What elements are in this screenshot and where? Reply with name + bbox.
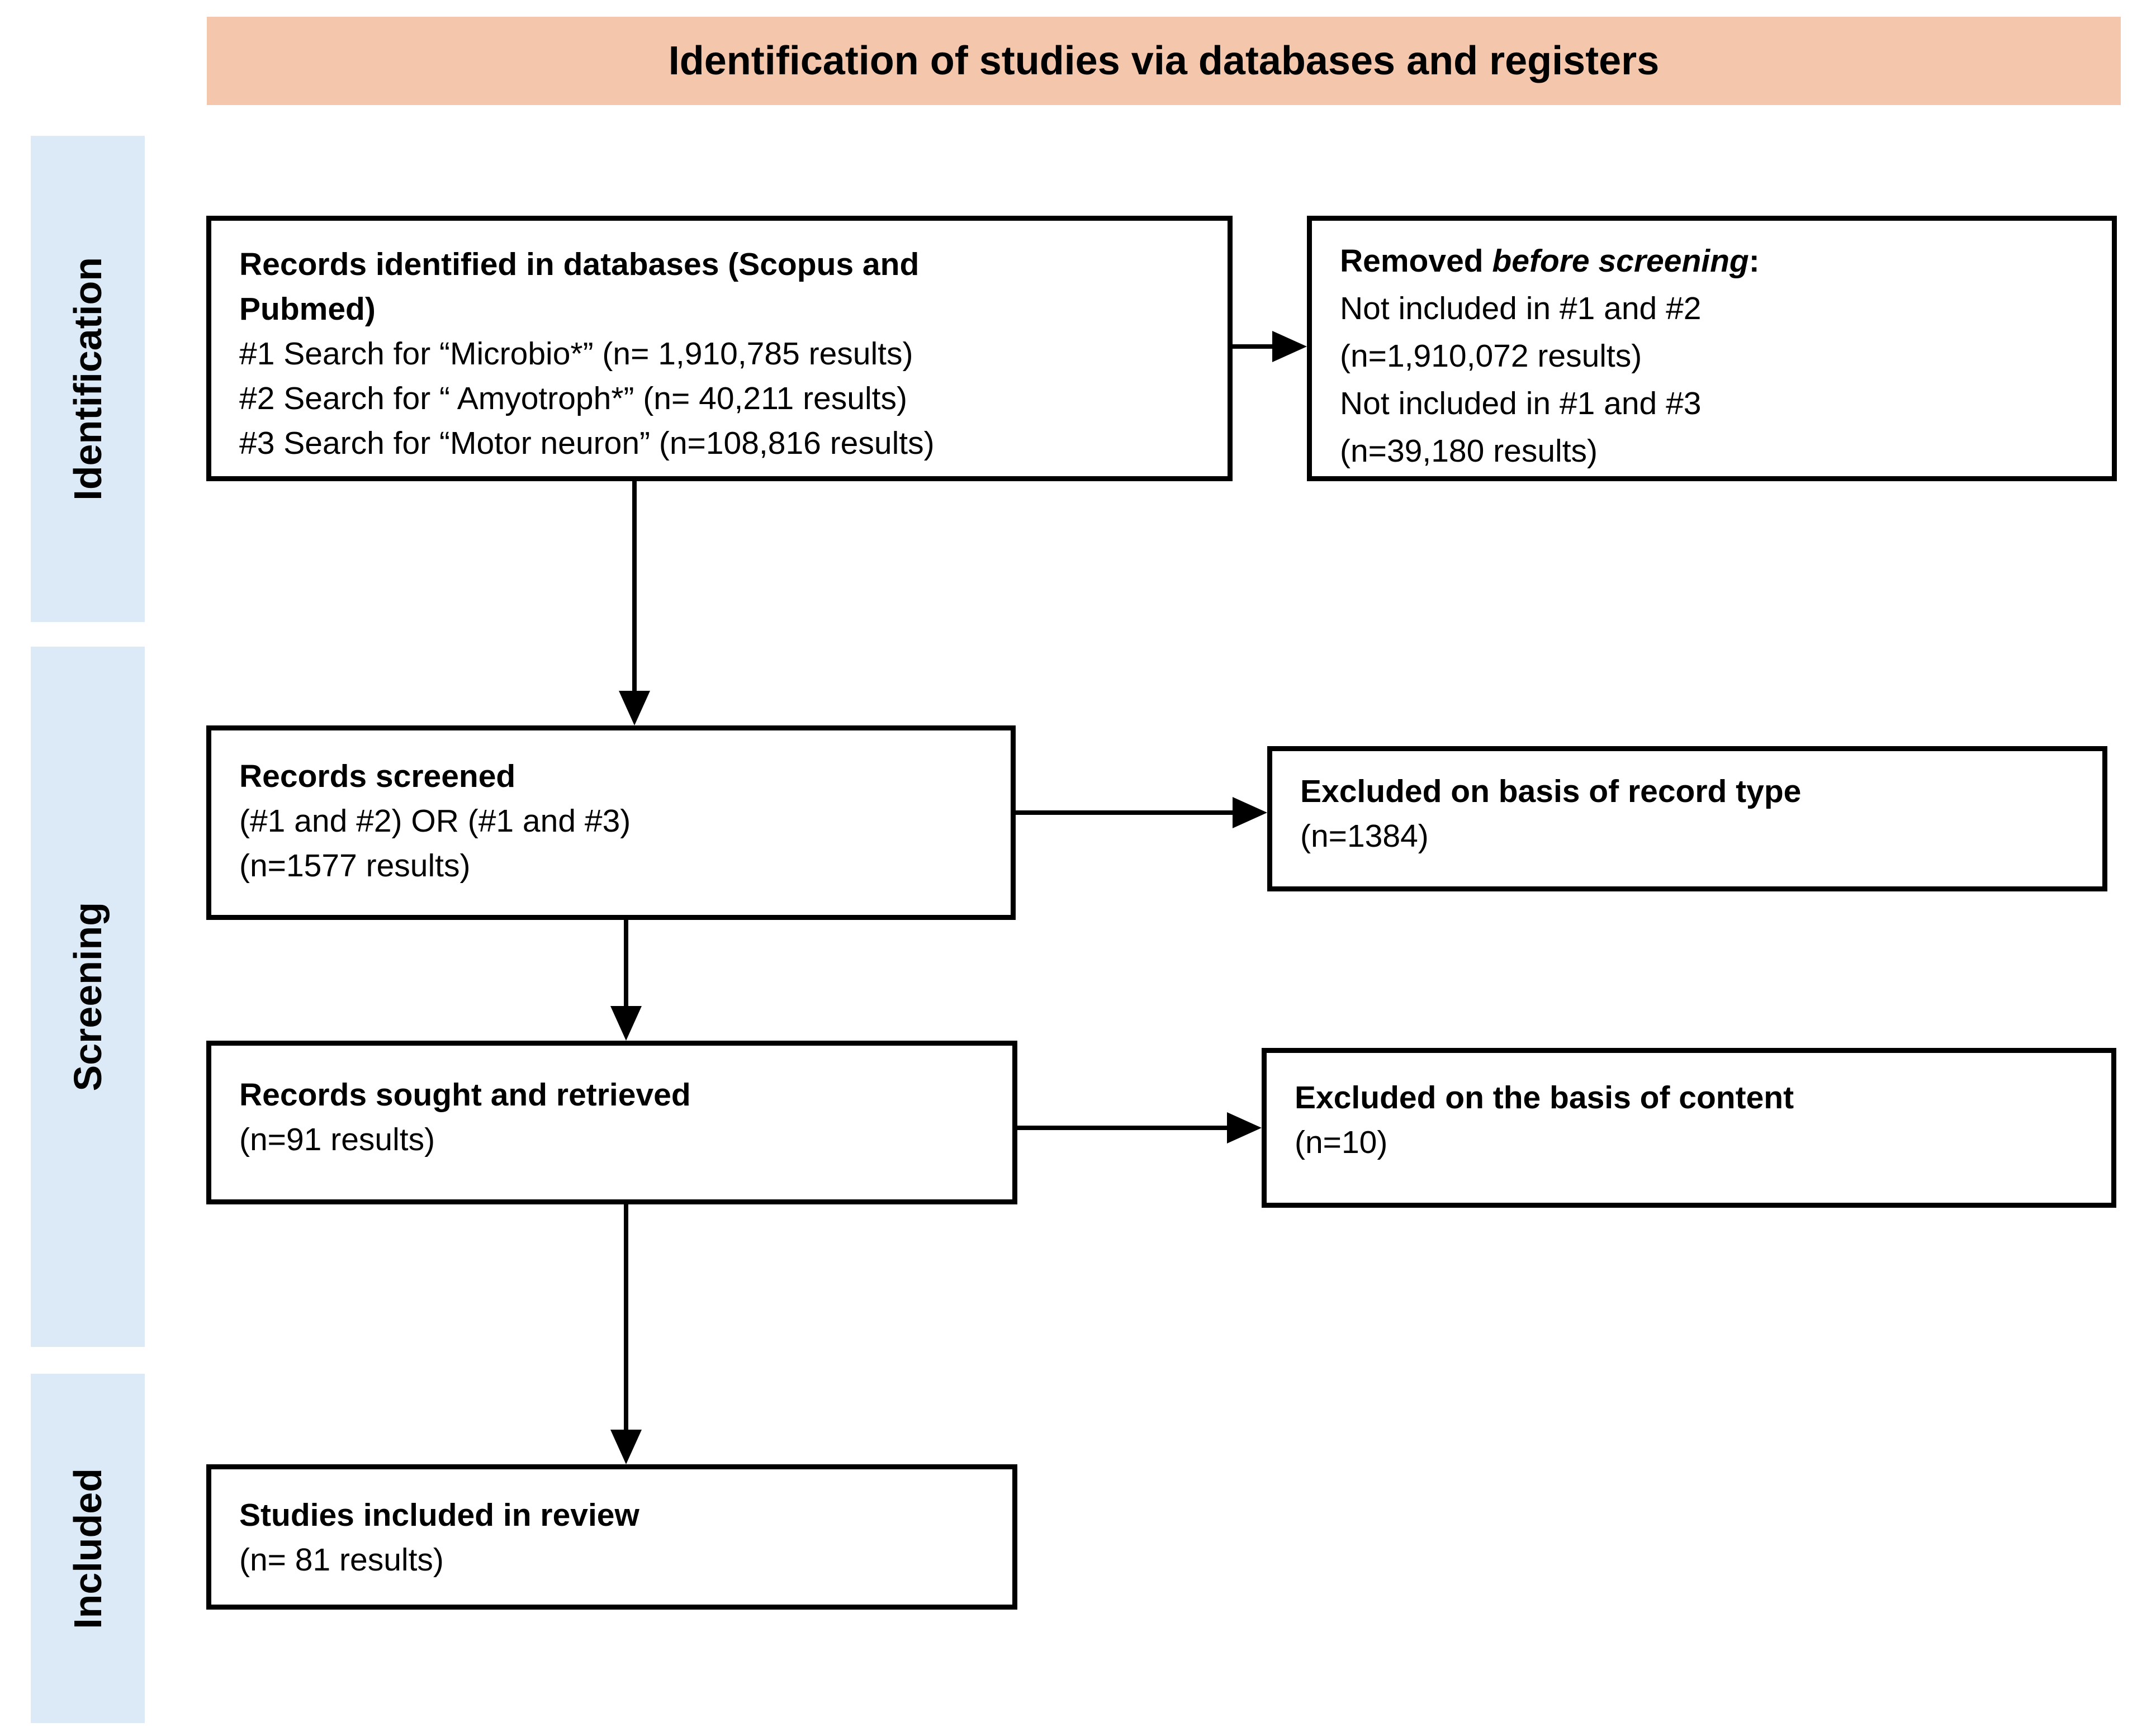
box-records-identified-heading-line2: Pubmed)	[239, 291, 376, 327]
arrow-screened-to-excluded-type-line	[1016, 810, 1236, 815]
box-studies-included-heading: Studies included in review	[239, 1497, 639, 1533]
stage-bar-identification: Identification	[31, 136, 145, 622]
included-count: (n= 81 results)	[239, 1542, 444, 1578]
box-records-sought: Records sought and retrieved (n=91 resul…	[206, 1041, 1017, 1204]
box-excluded-content: Excluded on the basis of content (n=10)	[1262, 1048, 2116, 1208]
arrow-sought-to-excluded-content-line	[1017, 1126, 1231, 1130]
screened-line-1: (#1 and #2) OR (#1 and #3)	[239, 803, 631, 839]
screened-line-2: (n=1577 results)	[239, 848, 471, 884]
box-records-screened: Records screened (#1 and #2) OR (#1 and …	[206, 725, 1016, 920]
box-excluded-record-type-heading: Excluded on basis of record type	[1300, 774, 1802, 809]
arrow-sought-to-included-line	[624, 1204, 628, 1432]
search-1-line: #1 Search for “Microbio*” (n= 1,910,785 …	[239, 336, 913, 372]
excluded-record-type-count: (n=1384)	[1300, 818, 1429, 854]
arrow-sought-to-included-head-icon	[610, 1430, 642, 1464]
removed-line-2: (n=1,910,072 results)	[1340, 338, 1642, 374]
stage-label-identification: Identification	[66, 257, 110, 501]
box-excluded-record-type: Excluded on basis of record type (n=1384…	[1267, 746, 2107, 891]
arrow-identified-to-removed-line	[1233, 344, 1277, 349]
arrow-identified-to-screened-line	[632, 481, 637, 695]
arrow-screened-to-excluded-type-head-icon	[1233, 797, 1267, 828]
box-removed-before-screening: Removed before screening: Not included i…	[1307, 216, 2117, 481]
box-excluded-content-heading: Excluded on the basis of content	[1295, 1080, 1794, 1116]
box-studies-included: Studies included in review (n= 81 result…	[206, 1464, 1017, 1610]
arrow-identified-to-removed-head-icon	[1272, 331, 1307, 362]
removed-heading-italic: before screening	[1492, 243, 1749, 279]
removed-line-4: (n=39,180 results)	[1340, 433, 1598, 469]
sought-count: (n=91 results)	[239, 1122, 435, 1157]
removed-heading-prefix: Removed	[1340, 243, 1492, 279]
stage-label-screening: Screening	[66, 902, 110, 1092]
box-records-screened-heading: Records screened	[239, 758, 516, 794]
removed-line-1: Not included in #1 and #2	[1340, 291, 1702, 326]
excluded-content-count: (n=10)	[1295, 1124, 1388, 1160]
box-records-sought-heading: Records sought and retrieved	[239, 1077, 691, 1113]
banner-identification-of-studies: Identification of studies via databases …	[207, 17, 2121, 105]
arrow-screened-to-sought-head-icon	[610, 1006, 642, 1041]
arrow-sought-to-excluded-content-head-icon	[1227, 1112, 1262, 1143]
removed-heading-colon: :	[1749, 243, 1760, 279]
banner-title: Identification of studies via databases …	[668, 39, 1660, 83]
box-removed-heading: Removed before screening:	[1340, 238, 2084, 285]
stage-bar-screening: Screening	[31, 647, 145, 1347]
box-records-identified-heading-line1: Records identified in databases (Scopus …	[239, 246, 920, 282]
search-2-line: #2 Search for “ Amyotroph*” (n= 40,211 r…	[239, 381, 907, 416]
removed-line-3: Not included in #1 and #3	[1340, 386, 1702, 421]
box-records-identified: Records identified in databases (Scopus …	[206, 216, 1233, 481]
stage-bar-included: Included	[31, 1374, 145, 1723]
stage-label-included: Included	[66, 1468, 110, 1629]
arrow-identified-to-screened-head-icon	[619, 691, 650, 725]
arrow-screened-to-sought-line	[624, 920, 628, 1008]
search-3-line: #3 Search for “Motor neuron” (n=108,816 …	[239, 425, 935, 461]
